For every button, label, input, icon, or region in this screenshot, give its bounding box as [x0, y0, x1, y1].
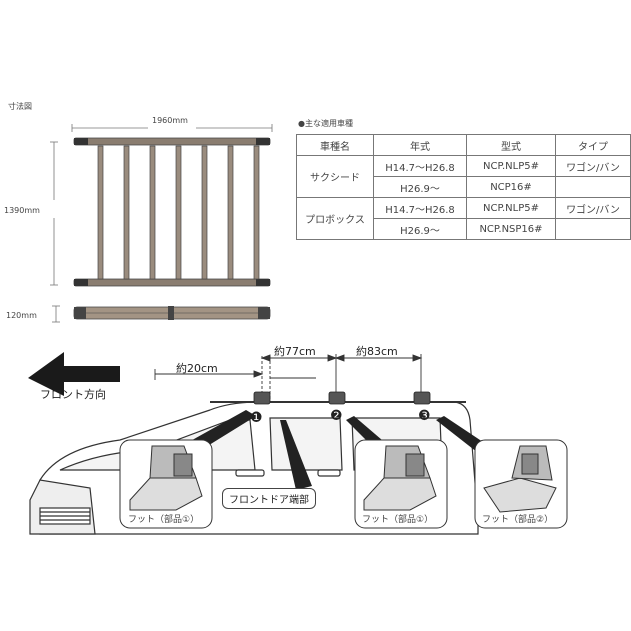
row-type: ワゴン/バン	[555, 155, 631, 177]
foot-detail-box-2	[354, 439, 448, 529]
front-direction-arrow	[28, 352, 120, 396]
header-model: 型式	[466, 134, 556, 156]
depth-label: 1390mm	[4, 206, 40, 215]
marker-1: ❶	[250, 410, 263, 426]
header-name: 車種名	[296, 134, 374, 156]
front-door-edge-label: フロントドア端部	[222, 488, 316, 509]
marker-3: ❸	[418, 408, 431, 424]
row-year: H26.9〜	[373, 218, 467, 240]
table-row: プロボックス H14.7〜H26.8 NCP.NLP5# ワゴン/バン	[296, 197, 631, 240]
row-model: NCP.NSP16#	[466, 218, 556, 240]
row-type	[555, 218, 631, 240]
header-type: タイプ	[555, 134, 631, 156]
distance-third-label: 約83cm	[356, 345, 398, 358]
dimension-section-title: 寸法図	[8, 102, 32, 111]
rack-top-view	[73, 137, 271, 287]
table-row: サクシード H14.7〜H26.8 NCP.NLP5# ワゴン/バン	[296, 155, 631, 198]
foot-part1-label-middle: フット（部品①）	[362, 515, 434, 525]
distance-second-label: 約77cm	[274, 345, 316, 358]
rack-side-view	[73, 306, 271, 320]
roof-foot-mounts	[253, 391, 431, 405]
foot-part1-label-left: フット（部品①）	[128, 515, 200, 525]
row-year: H14.7〜H26.8	[373, 197, 467, 219]
foot-part2-label: フット（部品②）	[482, 515, 554, 525]
row-name: サクシード	[296, 155, 374, 198]
width-label: 1960mm	[152, 116, 188, 125]
row-model: NCP.NLP5#	[466, 197, 556, 219]
row-type	[555, 176, 631, 198]
height-label: 120mm	[6, 311, 37, 320]
header-year: 年式	[373, 134, 467, 156]
compat-table: 車種名 年式 型式 タイプ サクシード H14.7〜H26.8 NCP.NLP5…	[296, 134, 631, 240]
table-row: H26.9〜 NCP.NSP16#	[297, 218, 631, 240]
foot-detail-box-3	[474, 439, 568, 529]
row-model: NCP.NLP5#	[466, 155, 556, 177]
distance-first-label: 約20cm	[176, 362, 218, 375]
row-type: ワゴン/バン	[555, 197, 631, 219]
row-year: H14.7〜H26.8	[373, 155, 467, 177]
table-header-row: 車種名 年式 型式 タイプ	[296, 134, 631, 156]
row-name: プロボックス	[296, 197, 374, 240]
foot-detail-box-1	[119, 439, 213, 529]
compat-title: ●主な適用車種	[298, 119, 353, 128]
row-model: NCP16#	[466, 176, 556, 198]
front-direction-label: フロント方向	[40, 388, 106, 401]
row-year: H26.9〜	[373, 176, 467, 198]
marker-2: ❷	[330, 408, 343, 424]
